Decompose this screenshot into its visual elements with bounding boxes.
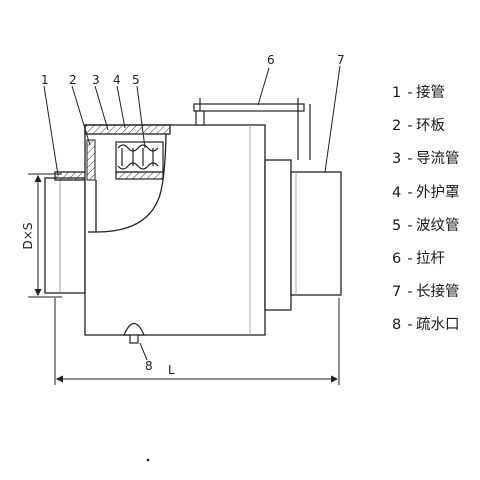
callout-4: 4	[113, 73, 121, 87]
callout-1: 1	[41, 73, 49, 87]
parts-legend: 1-接管 2-环板 3-导流管 4-外护罩 5-波纹管 6-拉杆 7-长接管 8…	[392, 80, 460, 346]
callout-8: 8	[145, 359, 153, 373]
legend-label: 外护罩	[416, 184, 460, 201]
callouts: 1 2 3 4 5 6 7 8	[41, 53, 345, 373]
legend-item: 5-波纹管	[392, 217, 460, 234]
legend-item: 1-接管	[392, 85, 445, 101]
diameter-label: D×S	[21, 223, 35, 250]
legend-label: 长接管	[416, 284, 460, 301]
legend-label: 拉杆	[416, 250, 445, 267]
legend-item: 6-拉杆	[392, 250, 445, 267]
legend-item: 4-外护罩	[392, 184, 460, 201]
callout-2: 2	[69, 73, 77, 87]
legend-item: 7-长接管	[392, 284, 460, 301]
ring-plate	[86, 139, 96, 181]
guide-sleeve	[95, 133, 167, 233]
legend-label: 导流管	[416, 151, 460, 168]
callout-7: 7	[337, 53, 345, 67]
callout-3: 3	[92, 73, 100, 87]
legend-label: 疏水口	[416, 317, 460, 334]
long-outlet-pipe	[290, 171, 342, 296]
outlet-flange	[264, 159, 292, 311]
legend-item: 2-环板	[392, 118, 445, 135]
leader-lines	[43, 65, 341, 361]
bellows	[115, 141, 164, 180]
callout-5: 5	[132, 73, 140, 87]
diameter-dimension	[28, 173, 62, 298]
drain-outlet	[123, 322, 145, 344]
outer-shroud	[84, 124, 266, 336]
stray-dot	[146, 458, 150, 462]
legend-item: 3-导流管	[392, 151, 460, 168]
legend-label: 接管	[416, 85, 445, 101]
tie-rod	[193, 98, 311, 160]
legend-label: 环板	[416, 118, 445, 135]
legend-item: 8-疏水口	[392, 317, 460, 334]
length-label: L	[168, 363, 175, 377]
length-dimension	[54, 298, 340, 385]
legend-label: 波纹管	[416, 217, 460, 234]
inlet-pipe	[44, 171, 93, 294]
callout-6: 6	[267, 53, 275, 67]
